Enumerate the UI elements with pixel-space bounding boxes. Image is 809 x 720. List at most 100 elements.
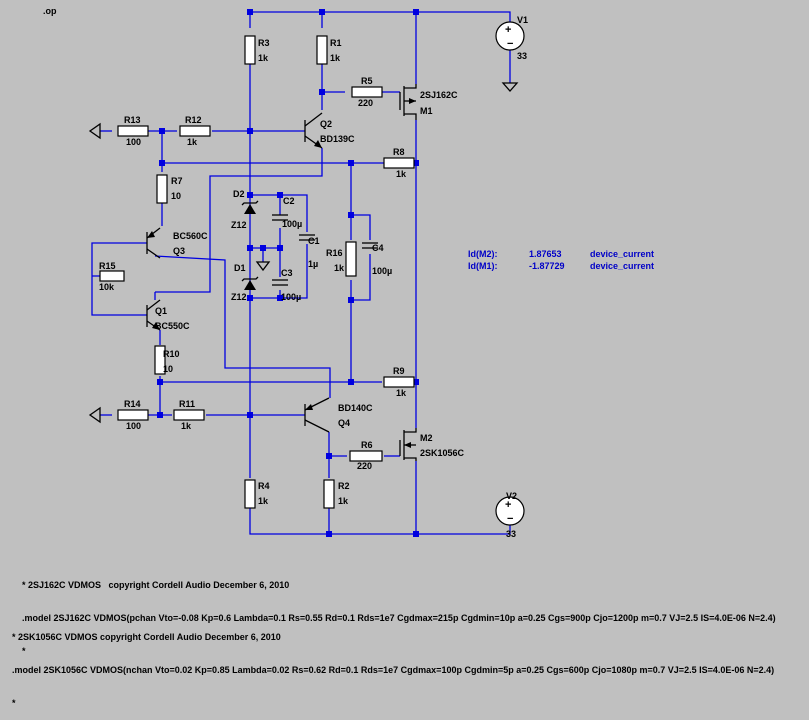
svg-text:1k: 1k [181,421,192,431]
svg-text:C1: C1 [308,236,320,246]
resistor-r11[interactable]: R11 1k [173,399,205,431]
svg-text:1k: 1k [338,496,349,506]
mosfet-m1[interactable]: 2SJ162C M1 [399,84,458,120]
svg-text:R2: R2 [338,481,350,491]
transistor-q4[interactable]: BD140C Q4 [304,397,373,433]
capacitor-c2[interactable]: C2 100µ [272,196,302,229]
svg-text:1k: 1k [258,53,269,63]
svg-text:220: 220 [357,461,372,471]
resistor-r3[interactable]: R3 1k [244,35,270,65]
svg-text:R8: R8 [393,147,405,157]
svg-text:D1: D1 [234,263,246,273]
svg-text:1k: 1k [258,496,269,506]
resistor-r7[interactable]: R7 10 [156,174,183,204]
svg-text:BD140C: BD140C [338,403,373,413]
resistor-r9[interactable]: R9 1k [383,366,415,398]
svg-text:R3: R3 [258,38,270,48]
zener-diode-d1[interactable]: D1 Z12 [231,263,259,302]
resistor-r2[interactable]: R2 1k [323,479,350,509]
svg-text:R16: R16 [326,248,343,258]
resistor-r10[interactable]: R10 10 [154,345,180,375]
spice-model-2sk1056c[interactable]: * 2SK1056C VDMOS copyright Cordell Audio… [12,610,774,720]
meas-value-m1: -1.87729 [529,261,565,271]
transistor-q1[interactable]: Q1 BC550C [146,299,190,331]
svg-text:1k: 1k [396,388,407,398]
resistor-r1[interactable]: R1 1k [316,35,342,65]
svg-text:C3: C3 [281,268,293,278]
capacitor-c1[interactable]: C1 1µ [299,234,320,269]
resistor-r15[interactable]: R15 10k [99,261,125,292]
capacitor-c4[interactable]: C4 100µ [362,242,392,276]
svg-text:1µ: 1µ [308,259,318,269]
measurement-results: Id(M2): 1.87653 device_current Id(M1): -… [468,249,654,271]
voltage-source-v2[interactable]: + − V2 33 [495,491,525,539]
svg-text:R5: R5 [361,76,373,86]
svg-text:33: 33 [517,51,527,61]
spice-model-2sj162c[interactable]: * 2SJ162C VDMOS copyright Cordell Audio … [22,558,776,668]
resistor-r16[interactable]: R16 1k [326,241,357,277]
svg-text:Q1: Q1 [155,306,167,316]
meas-label-m2: Id(M2): [468,249,498,259]
meas-label-m1: Id(M1): [468,261,498,271]
svg-text:R12: R12 [185,115,202,125]
svg-text:M2: M2 [420,433,433,443]
resistor-r6[interactable]: R6 220 [349,440,383,471]
svg-text:1k: 1k [330,53,341,63]
mosfet-m2[interactable]: M2 2SK1056C [399,428,465,461]
svg-text:100µ: 100µ [282,219,302,229]
resistor-r13[interactable]: R13 100 [117,115,149,147]
svg-text:R15: R15 [99,261,116,271]
svg-text:R4: R4 [258,481,270,491]
spice-comment-2sk1056c: * 2SK1056C VDMOS copyright Cordell Audio… [12,632,281,642]
svg-text:BC560C: BC560C [173,231,208,241]
svg-text:Z12: Z12 [231,292,247,302]
spice-star-2sk1056c: * [12,698,16,708]
op-directive[interactable]: .op [43,6,57,16]
spice-model-line-2sk1056c: .model 2SK1056C VDMOS(nchan Vto=0.02 Kp=… [12,665,775,675]
svg-text:Z12: Z12 [231,220,247,230]
zener-diode-d2[interactable]: D2 Z12 [231,189,259,230]
meas-unit-m1: device_current [590,261,654,271]
svg-text:R1: R1 [330,38,342,48]
svg-text:1k: 1k [334,263,345,273]
svg-text:100: 100 [126,137,141,147]
schematic-canvas[interactable]: R3 1k R1 1k R5 220 R13 100 R12 1k R8 1k … [0,0,809,646]
svg-text:BC550C: BC550C [155,321,190,331]
svg-text:Q4: Q4 [338,418,350,428]
svg-text:Q2: Q2 [320,119,332,129]
meas-value-m2: 1.87653 [529,249,562,259]
resistor-r8[interactable]: R8 1k [383,147,415,179]
resistor-r12[interactable]: R12 1k [179,115,211,147]
svg-text:−: − [507,38,513,50]
wires [91,11,511,535]
ground-symbol-v1 [501,82,519,92]
svg-text:2SJ162C: 2SJ162C [420,90,458,100]
svg-text:V1: V1 [517,15,528,25]
transistor-q2[interactable]: Q2 BD139C [304,112,355,149]
voltage-source-v1[interactable]: + − V1 33 [495,15,528,61]
input-port-bottom[interactable] [88,406,101,424]
svg-text:100µ: 100µ [372,266,392,276]
resistor-r14[interactable]: R14 100 [117,399,149,431]
svg-text:10: 10 [163,364,173,374]
svg-text:R10: R10 [163,349,180,359]
svg-text:M1: M1 [420,106,433,116]
svg-text:100: 100 [126,421,141,431]
capacitor-c3[interactable]: C3 100µ [272,268,301,302]
resistor-r4[interactable]: R4 1k [244,479,270,509]
input-port-top[interactable] [88,122,101,140]
svg-text:10: 10 [171,191,181,201]
svg-text:R11: R11 [179,399,195,409]
svg-text:1k: 1k [187,137,198,147]
resistor-r5[interactable]: R5 220 [351,76,383,108]
svg-text:−: − [507,513,513,525]
transistor-q3[interactable]: BC560C Q3 [146,227,208,259]
svg-text:BD139C: BD139C [320,134,355,144]
svg-text:1k: 1k [396,169,407,179]
spice-model-line-2sj162c: .model 2SJ162C VDMOS(pchan Vto=-0.08 Kp=… [22,613,776,623]
svg-text:D2: D2 [233,189,245,199]
svg-text:R13: R13 [124,115,141,125]
svg-text:33: 33 [506,529,516,539]
spice-comment-2sj162c: * 2SJ162C VDMOS copyright Cordell Audio … [22,580,290,590]
svg-text:V2: V2 [506,491,517,501]
